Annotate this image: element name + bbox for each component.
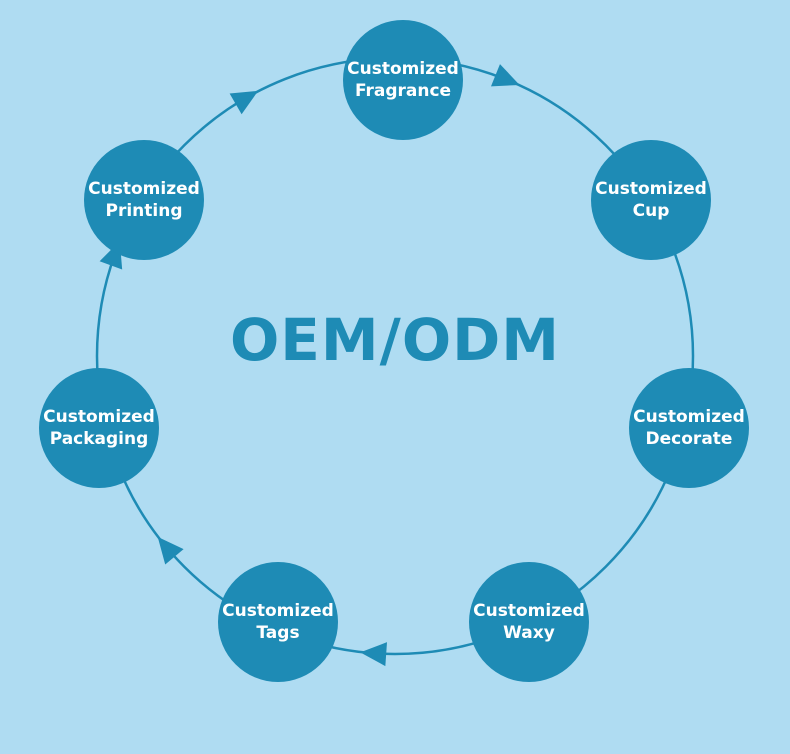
node-label-line1: Customized — [88, 179, 200, 199]
node-label-line2: Tags — [256, 623, 300, 643]
node-label-line2: Fragrance — [354, 81, 452, 101]
flow-arrow-icon — [229, 90, 259, 115]
node-label-line1: Customized — [595, 179, 707, 199]
flow-arrow-icon — [157, 536, 184, 565]
flow-arrow-icon — [360, 642, 388, 667]
node-label-line2: Packaging — [49, 429, 149, 449]
node-customized-packaging: Customized Packaging — [39, 368, 159, 488]
node-customized-decorate: Customized Decorate — [629, 368, 749, 488]
node-label-line1: Customized — [633, 407, 745, 427]
node-label-line1: Customized — [43, 407, 155, 427]
node-label-line1: Customized — [222, 601, 334, 621]
node-label-line2: Printing — [105, 201, 183, 221]
node-label-line2: Decorate — [645, 429, 733, 449]
node-label-line2: Cup — [632, 201, 670, 221]
center-title: OEM/ODM — [230, 306, 560, 374]
node-customized-tags: Customized Tags — [218, 562, 338, 682]
node-customized-waxy: Customized Waxy — [469, 562, 589, 682]
node-label-line1: Customized — [347, 59, 459, 79]
node-label-line2: Waxy — [503, 623, 555, 643]
node-customized-fragrance: Customized Fragrance — [343, 20, 463, 140]
node-label-line1: Customized — [473, 601, 585, 621]
flow-arrow-icon — [490, 64, 520, 87]
node-customized-printing: Customized Printing — [84, 140, 204, 260]
node-customized-cup: Customized Cup — [591, 140, 711, 260]
